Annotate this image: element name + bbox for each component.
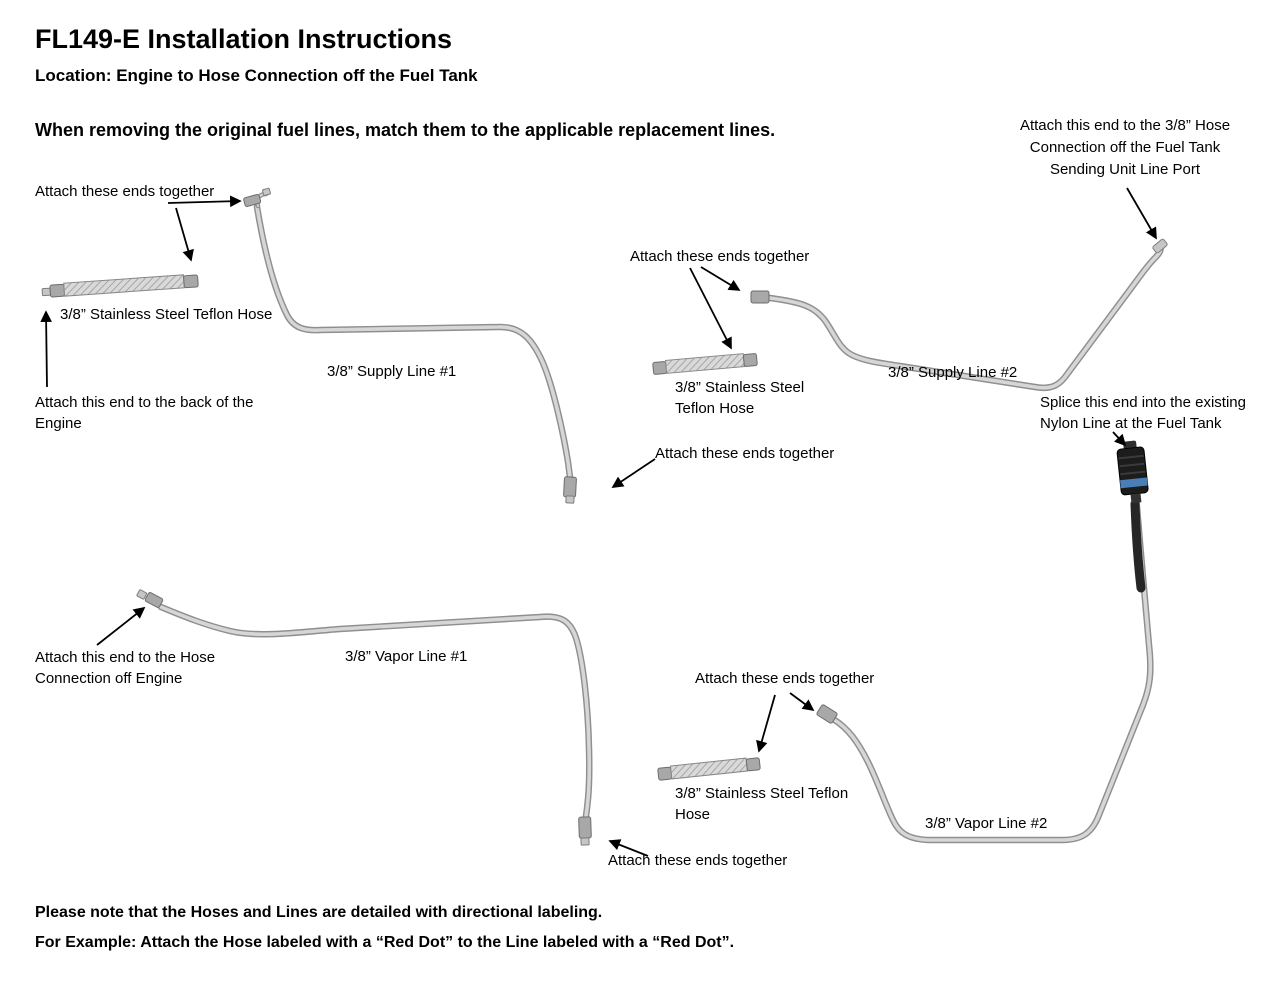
- arrow: [175, 207, 194, 262]
- arrow: [756, 694, 776, 753]
- callout-splice-nylon-line: Splice this end into the existing Nylon …: [1040, 394, 1246, 432]
- label-vapor-line-2: 3/8” Vapor Line #2: [925, 815, 1048, 832]
- supply-line-2: [750, 238, 1168, 392]
- supply-line-2-left-fitting: [750, 290, 770, 304]
- label-vapor-line-1: 3/8” Vapor Line #1: [345, 648, 468, 665]
- location-subtitle: Location: Engine to Hose Connection off …: [35, 66, 478, 85]
- teflon-hose-top-left: [41, 274, 199, 298]
- callout-attach-hose-connection-engine: Attach this end to the Hose Connection o…: [35, 649, 216, 687]
- teflon-hose-mid: [652, 353, 758, 375]
- arrow: [608, 839, 649, 857]
- arrow: [1126, 187, 1157, 240]
- arrow: [167, 195, 242, 208]
- footer-note-line1: Please note that the Hoses and Lines are…: [35, 904, 603, 921]
- label-supply-line-1: 3/8” Supply Line #1: [327, 363, 457, 380]
- callout-attach-ends-mid-lower: Attach these ends together: [655, 445, 835, 462]
- braided-hose-body: [664, 353, 745, 374]
- callout-attach-back-of-engine: Attach this end to the back of the Engin…: [35, 394, 254, 432]
- callout-fuel-tank-sending-unit-port: Attach this end to the 3/8” Hose Connect…: [1019, 117, 1231, 178]
- arrow: [96, 606, 146, 646]
- callout-arrows: [40, 187, 1157, 857]
- braided-hose-body: [669, 757, 748, 780]
- arrow: [700, 266, 741, 291]
- callout-attach-ends-mid: Attach these ends together: [630, 248, 810, 265]
- arrow: [789, 692, 815, 712]
- vapor-line-1: [136, 589, 593, 846]
- arrow: [689, 267, 732, 350]
- braided-hose-body: [63, 274, 185, 297]
- footer-note-line2: For Example: Attach the Hose labeled wit…: [35, 934, 735, 951]
- supply-line-1-bottom-fitting: [563, 476, 577, 498]
- supply-line-2-right-tip: [1152, 238, 1168, 254]
- vapor-line-2: [816, 440, 1154, 844]
- nylon-line-sleeve: [1130, 499, 1146, 593]
- main-instruction: When removing the original fuel lines, m…: [35, 120, 776, 140]
- callout-attach-ends-top-left: Attach these ends together: [35, 183, 215, 200]
- label-teflon-hose-top-left: 3/8” Stainless Steel Teflon Hose: [60, 306, 273, 323]
- page-title: FL149-E Installation Instructions: [35, 24, 453, 54]
- label-supply-line-2: 3/8” Supply Line #2: [888, 364, 1018, 381]
- arrow: [40, 310, 52, 388]
- label-teflon-hose-mid: 3/8” Stainless Steel Teflon Hose: [675, 379, 805, 417]
- teflon-hose-bottom: [657, 757, 761, 781]
- vapor-line-1-bottom-fitting: [578, 816, 592, 839]
- callout-attach-ends-vapor-upper: Attach these ends together: [695, 670, 875, 687]
- arrow: [1112, 431, 1127, 447]
- label-teflon-hose-bottom: 3/8” Stainless Steel Teflon Hose: [675, 785, 849, 823]
- vapor-line-1-left-fitting: [144, 592, 164, 608]
- vapor-line-2-left-fitting: [816, 704, 838, 724]
- splice-connector: [1116, 440, 1149, 504]
- callout-attach-ends-vapor-lower: Attach these ends together: [608, 852, 788, 869]
- supply-line-1-top-fitting: [243, 194, 262, 207]
- supply-line-1: [243, 187, 577, 504]
- footer-note: Please note that the Hoses and Lines are…: [35, 898, 734, 958]
- arrow: [611, 458, 656, 488]
